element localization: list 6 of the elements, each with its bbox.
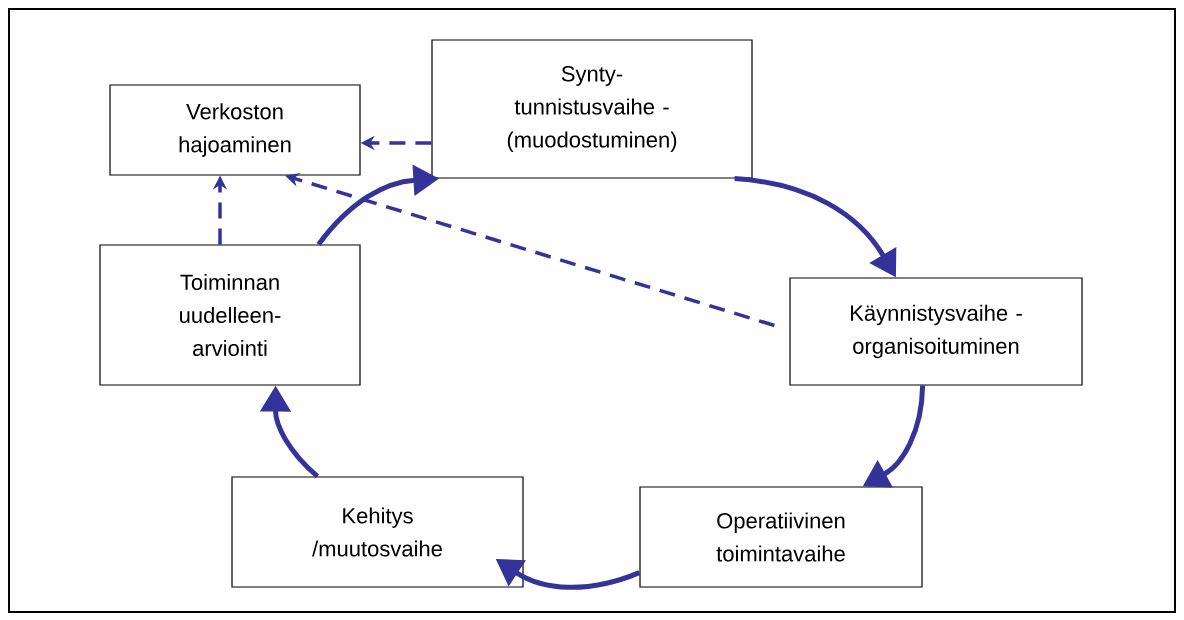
- process-box: Verkoston hajoaminen: [109, 84, 361, 176]
- process-box: Käynnistysvaihe - organisoituminen: [789, 277, 1083, 386]
- process-box: Kehitys /muutosvaihe: [231, 476, 524, 588]
- process-box: Operatiivinen toimintavaihe: [639, 486, 923, 588]
- process-box: Synty- tunnistusvaihe - (muodostuminen): [431, 39, 753, 179]
- process-box: Toiminnan uudelleen- arviointi: [99, 244, 361, 386]
